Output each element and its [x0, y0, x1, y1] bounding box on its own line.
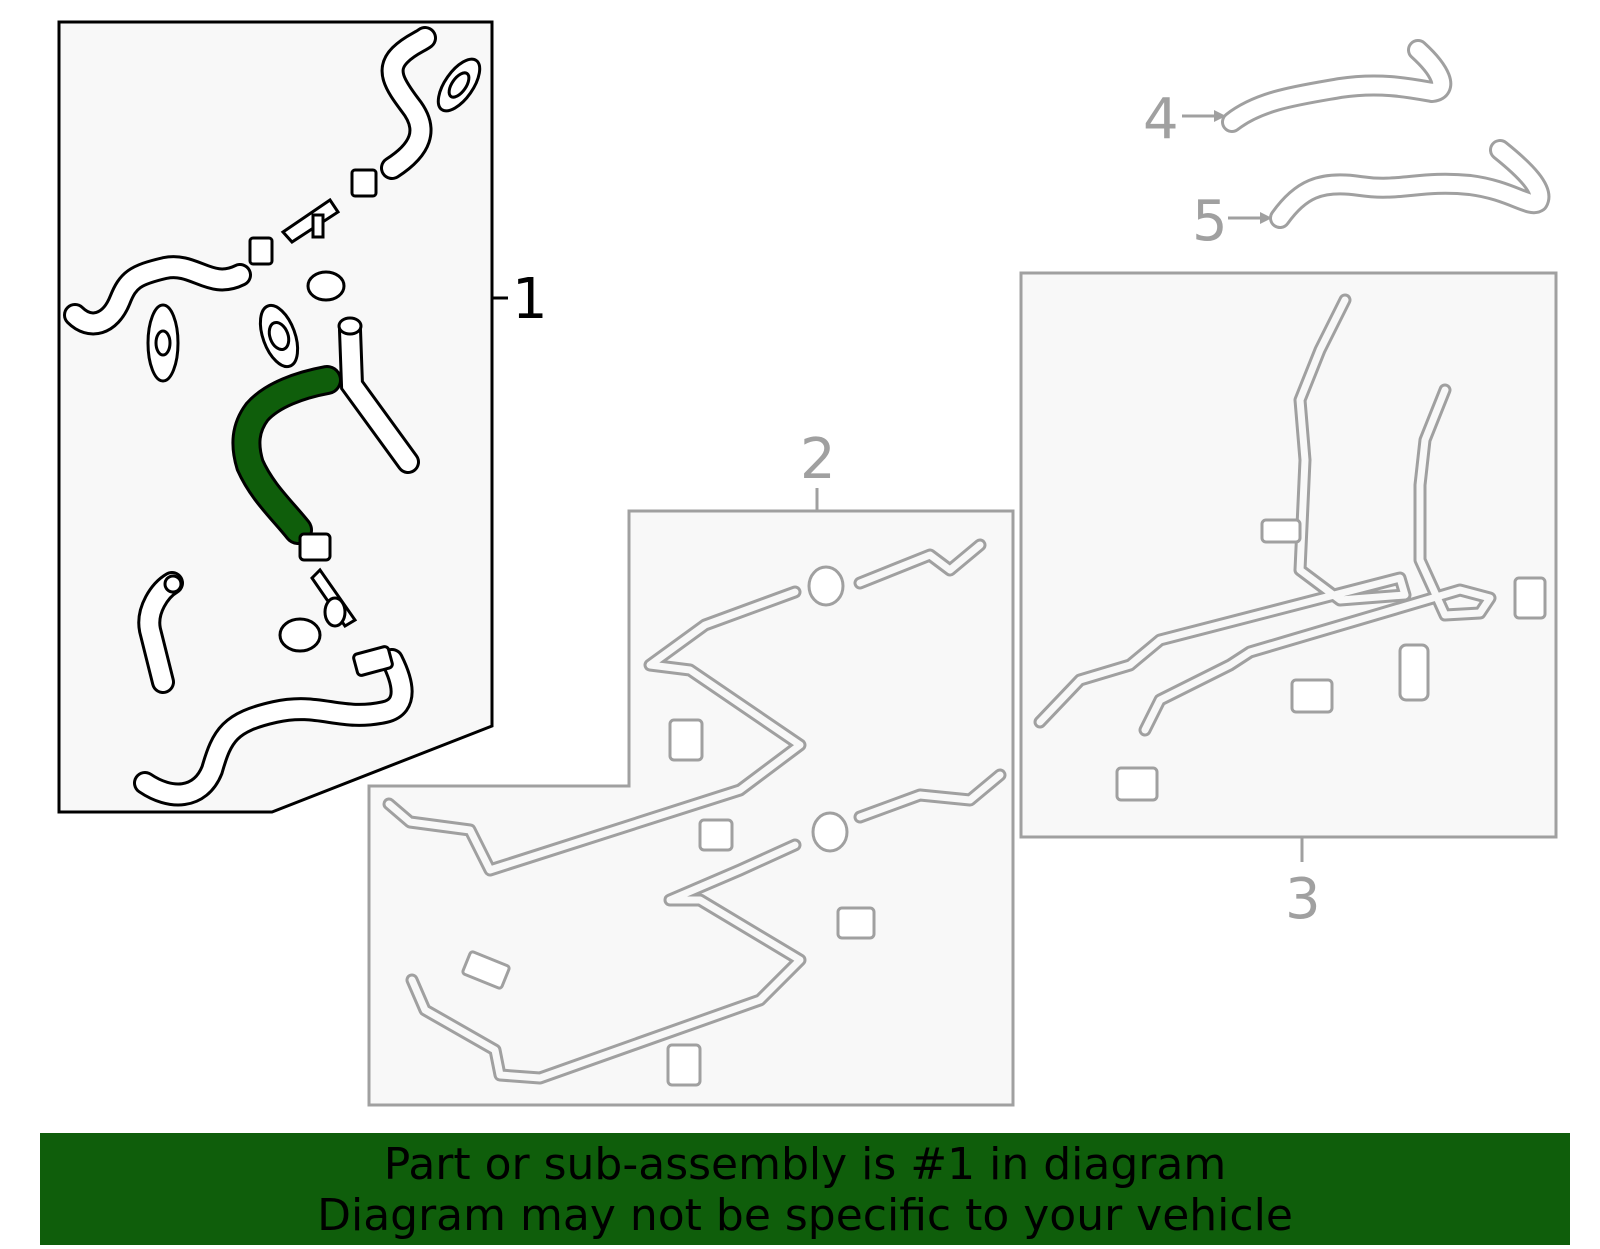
- clip-icon: [1115, 518, 1547, 802]
- clamp-icon: [146, 57, 482, 677]
- hose-part-5[interactable]: [1269, 139, 1551, 229]
- banner-line-2: Diagram may not be specific to your vehi…: [317, 1190, 1293, 1241]
- callout-1[interactable]: 1: [512, 267, 548, 332]
- assembly-1[interactable]: [57, 20, 494, 814]
- callout-2[interactable]: 2: [800, 427, 836, 492]
- callout-4[interactable]: 4: [1143, 87, 1179, 152]
- callout-5[interactable]: 5: [1192, 189, 1228, 254]
- assembly-2[interactable]: [367, 509, 1015, 1107]
- banner-line-1: Part or sub-assembly is #1 in diagram: [383, 1139, 1227, 1190]
- assembly-3[interactable]: [1019, 271, 1558, 839]
- callout-3[interactable]: 3: [1285, 867, 1321, 932]
- assembly-1-panel: [57, 20, 494, 814]
- hose-part-4[interactable]: [1221, 39, 1453, 133]
- clip-icon: [461, 565, 876, 1087]
- info-banner: Part or sub-assembly is #1 in diagram Di…: [40, 1133, 1570, 1245]
- assembly-3-panel: [1019, 271, 1558, 839]
